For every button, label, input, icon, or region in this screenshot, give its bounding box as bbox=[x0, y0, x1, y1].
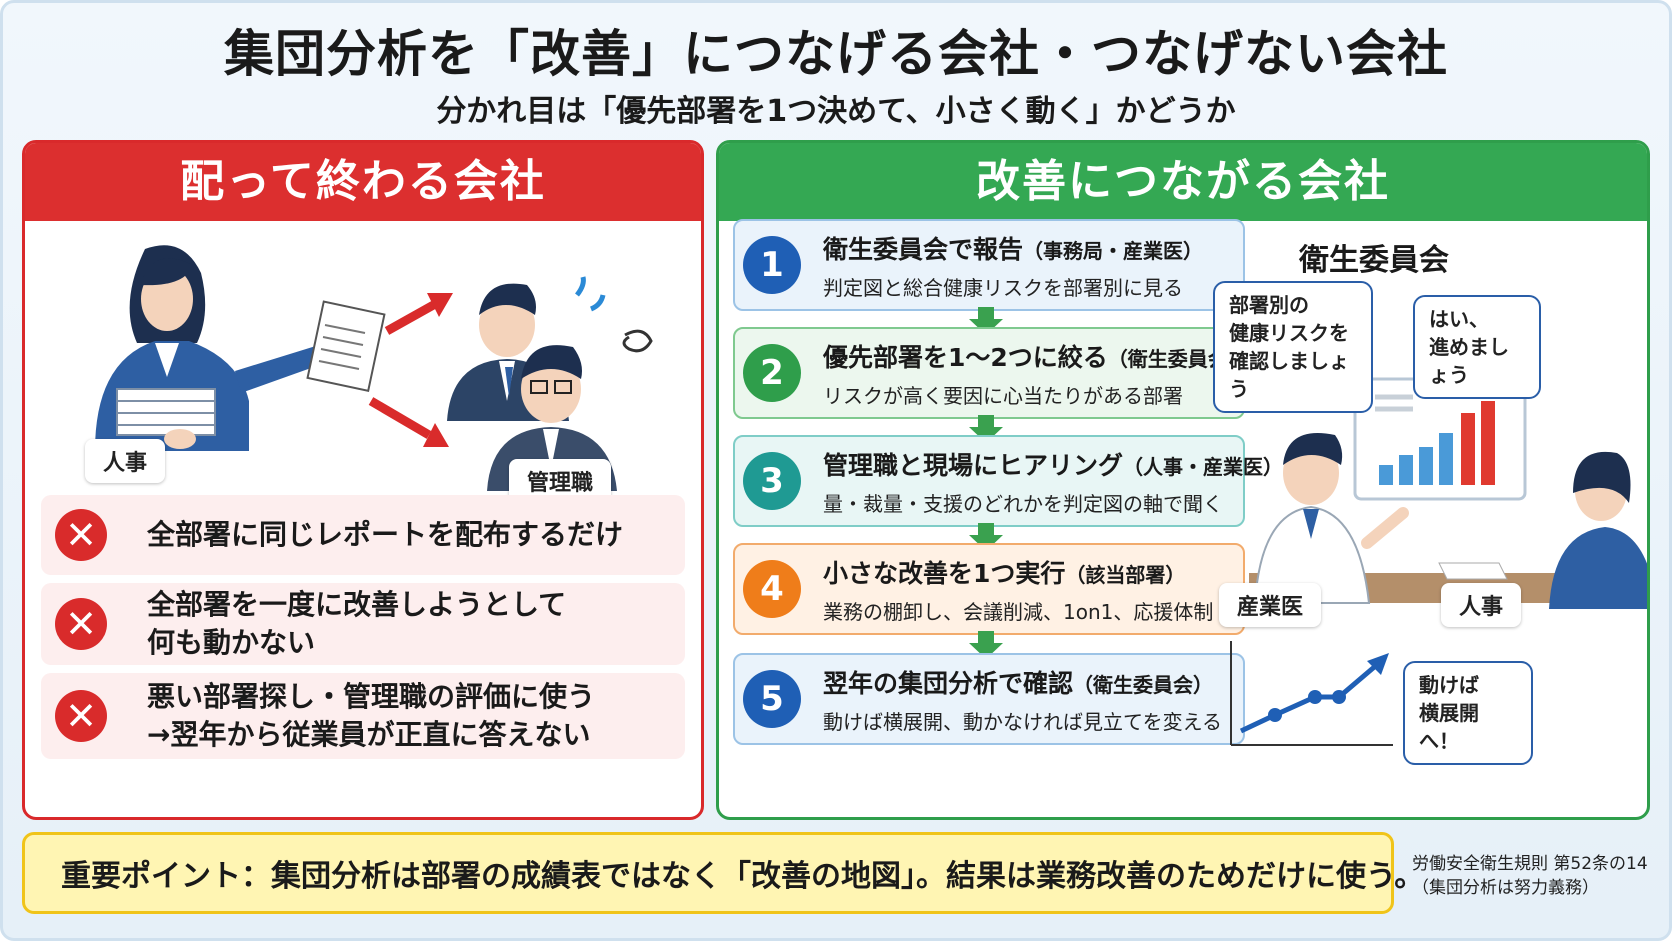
right-panel: 改善につながる会社 1 衛生委員会で報告（事務局・産業医） 判定図と総合健康リスクを… bbox=[716, 140, 1650, 820]
step-title: 管理職と現場にヒアリング bbox=[823, 450, 1124, 480]
step-title: 小さな改善を1つ実行 bbox=[823, 558, 1066, 588]
step-number: 4 bbox=[743, 560, 801, 618]
doctor-speech-bubble: 部署別の 健康リスクを 確認しましょう bbox=[1213, 281, 1373, 413]
step-description: 量・裁量・支援のどれかを判定図の軸で聞く bbox=[823, 491, 1223, 516]
bad-practice-item: ✕ 全部署を一度に改善しようとして 何も動かない bbox=[41, 583, 685, 665]
bad-practice-text: 全部署に同じレポートを配布するだけ bbox=[147, 518, 624, 551]
step-number: 5 bbox=[743, 670, 801, 728]
distribution-illustration bbox=[95, 245, 653, 491]
x-mark-icon: ✕ bbox=[55, 690, 107, 742]
step-title: 優先部署を1〜2つに絞る bbox=[823, 342, 1108, 372]
law-reference: 労働安全衛生規則 第52条の14 （集団分析は努力義務） bbox=[1412, 854, 1648, 898]
step-description: 業務の棚卸し、会議削減、1on1、応援体制 bbox=[823, 599, 1214, 624]
hr-speech-bubble: はい、 進めましょう bbox=[1413, 295, 1541, 399]
hr-person-illustration bbox=[95, 245, 325, 451]
growth-speech-bubble: 動けば 横展開へ！ bbox=[1403, 661, 1533, 765]
step-owner: （事務局・産業医） bbox=[1023, 238, 1204, 263]
hr-label: 人事 bbox=[85, 439, 166, 483]
x-mark-icon: ✕ bbox=[55, 598, 107, 650]
left-panel-heading: 配って終わる会社 bbox=[25, 143, 701, 221]
report-paper-icon bbox=[306, 300, 386, 392]
step-number: 2 bbox=[743, 344, 801, 402]
process-step: 5 翌年の集団分析で確認（衛生委員会） 動けば横展開、動かなければ見立てを変える bbox=[733, 653, 1245, 745]
step-description: 動けば横展開、動かなければ見立てを変える bbox=[823, 709, 1222, 734]
key-point-text: 重要ポイント：集団分析は部署の成績表ではなく「改善の地図」。結果は業務改善のため… bbox=[61, 859, 1425, 894]
step-number: 1 bbox=[743, 236, 801, 294]
process-step: 4 小さな改善を1つ実行（該当部署） 業務の棚卸し、会議削減、1on1、応援体制 bbox=[733, 543, 1245, 635]
hr-label-right: 人事 bbox=[1441, 583, 1522, 627]
red-arrows-icon bbox=[368, 293, 453, 447]
step-description: 判定図と総合健康リスクを部署別に見る bbox=[823, 275, 1183, 300]
committee-title: 衛生委員会 bbox=[1299, 243, 1449, 278]
main-title: 集団分析を「改善」につなげる会社・つなげない会社 bbox=[224, 25, 1448, 83]
x-mark-icon: ✕ bbox=[55, 509, 107, 561]
left-panel: 配って終わる会社 bbox=[22, 140, 704, 820]
process-step: 1 衛生委員会で報告（事務局・産業医） 判定図と総合健康リスクを部署別に見る bbox=[733, 219, 1245, 311]
right-panel-heading: 改善につながる会社 bbox=[719, 143, 1647, 221]
bad-practice-item: ✕ 悪い部署探し・管理職の評価に使う →翌年から従業員が正直に答えない bbox=[41, 673, 685, 759]
sub-title: 分かれ目は「優先部署を1つ決めて、小さく動く」かどうか bbox=[436, 94, 1236, 129]
bad-practice-text: 全部署を一度に改善しようとして 何も動かない bbox=[147, 588, 567, 659]
growth-chart-icon bbox=[1230, 641, 1393, 746]
bad-practice-text: 悪い部署探し・管理職の評価に使う →翌年から従業員が正直に答えない bbox=[147, 680, 596, 751]
step-title: 翌年の集団分析で確認 bbox=[823, 668, 1074, 698]
bad-practice-item: ✕ 全部署に同じレポートを配布するだけ bbox=[41, 495, 685, 575]
step-owner: （該当部署） bbox=[1065, 562, 1186, 587]
process-step: 3 管理職と現場にヒアリング（人事・産業医） 量・裁量・支援のどれかを判定図の軸で聞… bbox=[733, 435, 1283, 527]
step-owner: （衛生委員会） bbox=[1073, 672, 1214, 697]
step-description: リスクが高く要因に心当たりがある部署 bbox=[823, 383, 1183, 408]
key-point-bar: 重要ポイント：集団分析は部署の成績表ではなく「改善の地図」。結果は業務改善のため… bbox=[22, 832, 1424, 914]
step-owner: （人事・産業医） bbox=[1123, 454, 1284, 479]
doctor-label: 産業医 bbox=[1219, 583, 1322, 627]
step-number: 3 bbox=[743, 452, 801, 510]
step-title: 衛生委員会で報告 bbox=[823, 234, 1024, 264]
